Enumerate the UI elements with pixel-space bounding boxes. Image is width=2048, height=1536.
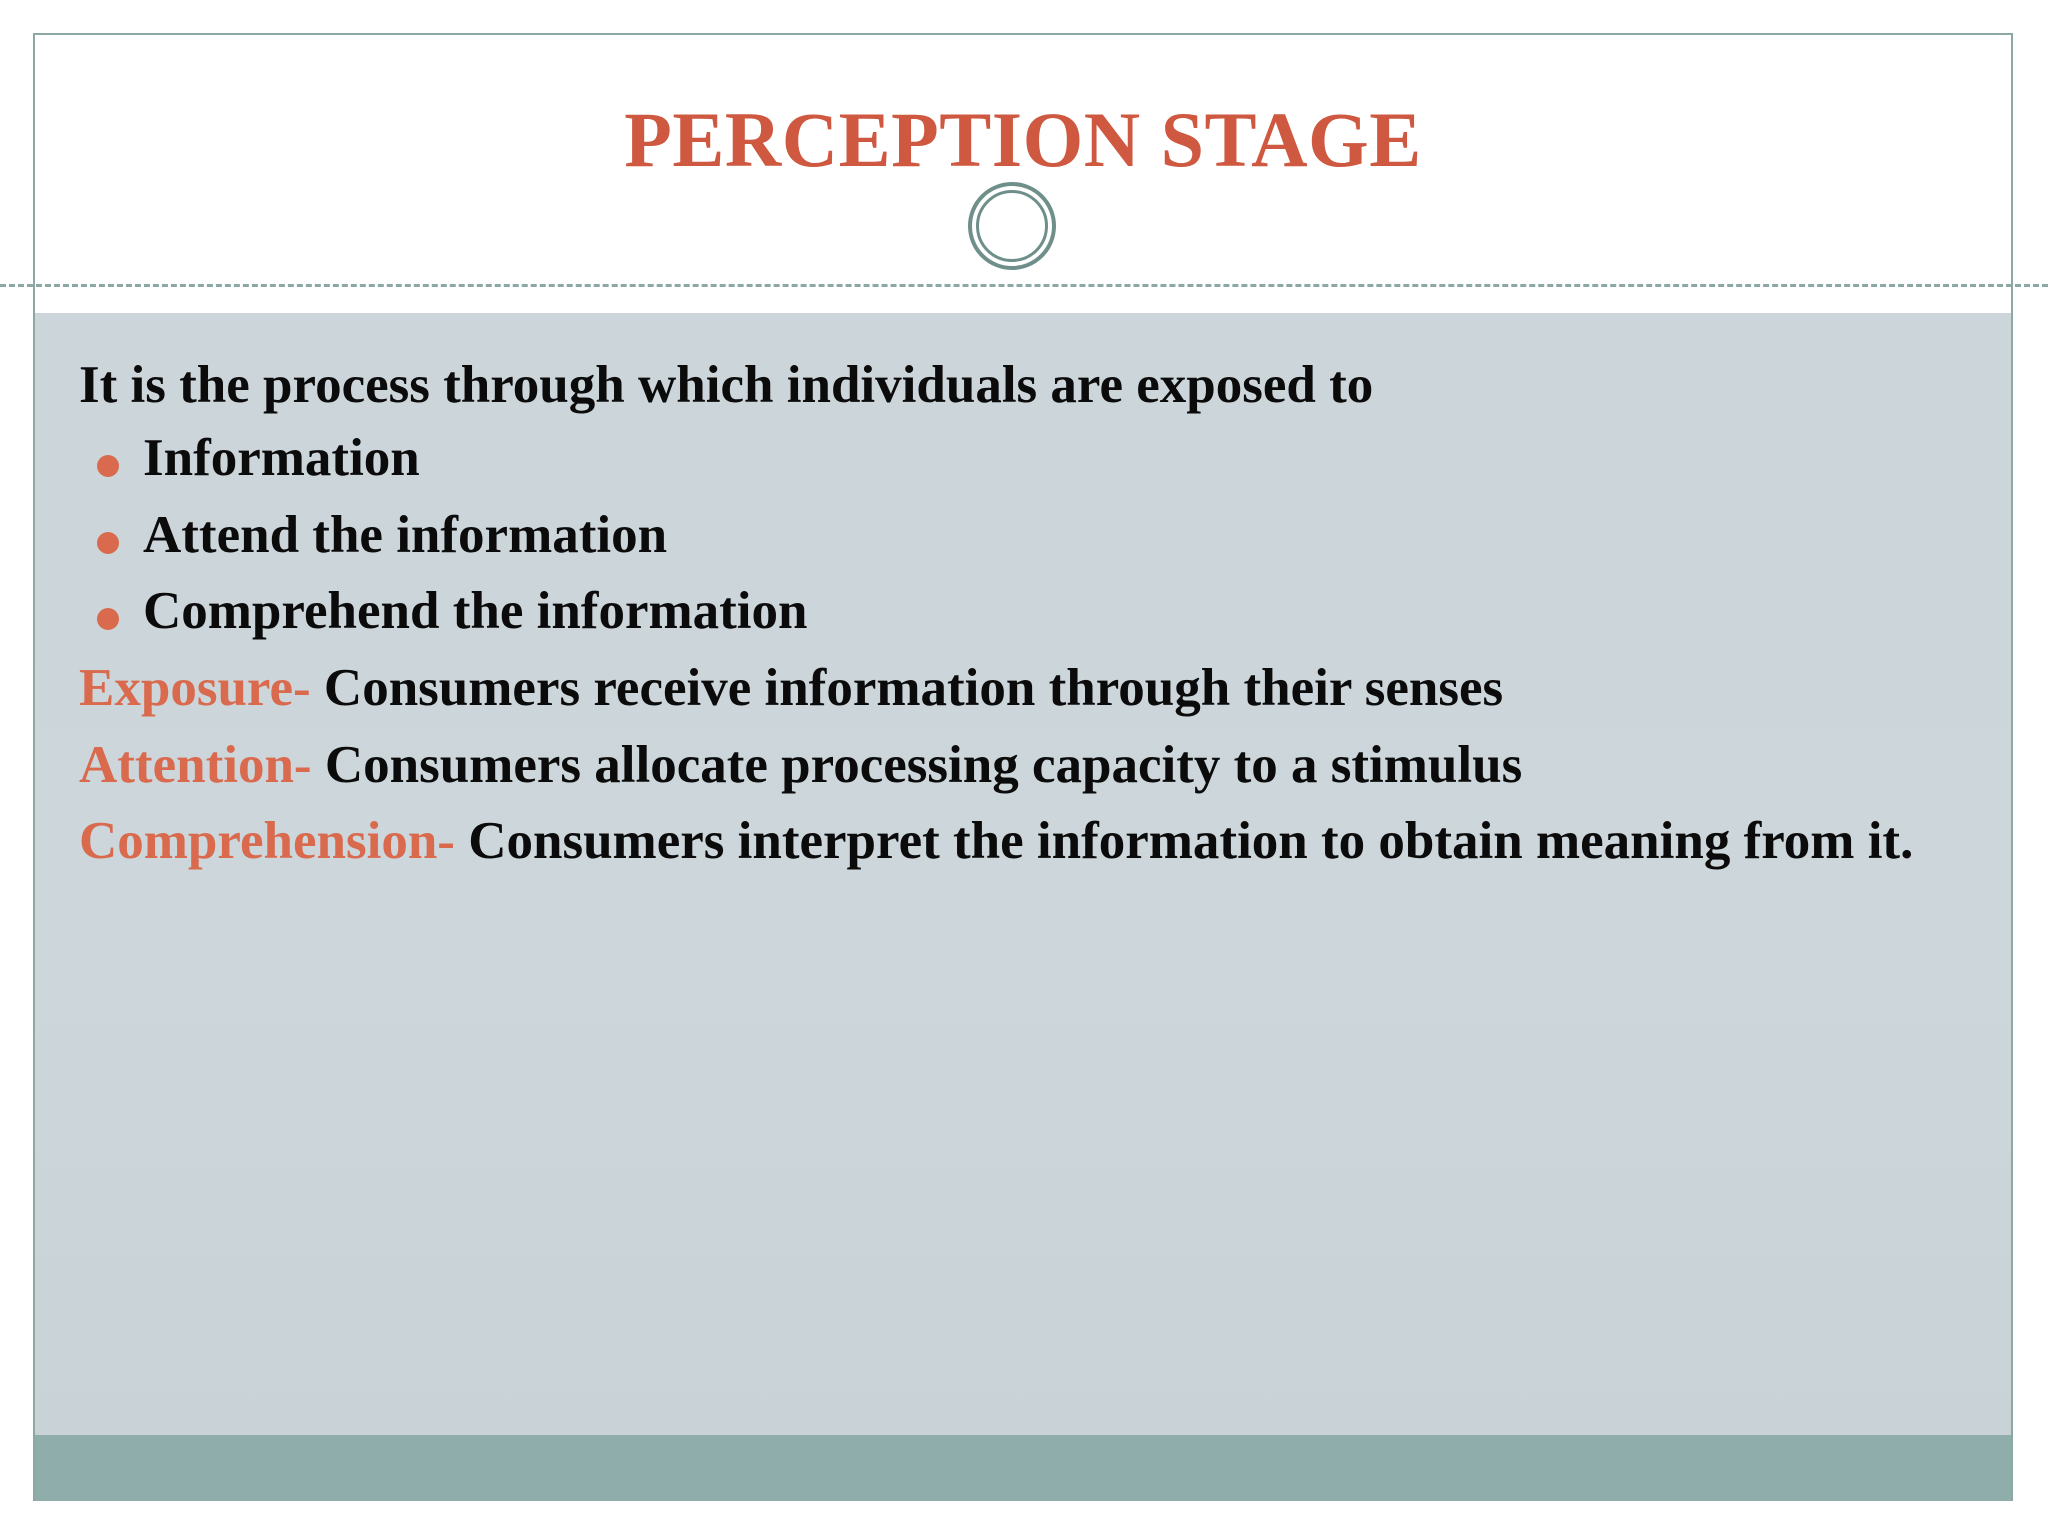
dashed-divider — [0, 284, 2048, 287]
bullet-dot-icon — [97, 455, 119, 478]
definition-description: Consumers interpret the information to o… — [454, 812, 1914, 871]
bullet-dot-icon — [97, 608, 119, 630]
list-item-label: Attend the information — [143, 505, 668, 564]
footer-bar — [35, 1435, 2011, 1501]
lead-paragraph: It is the process through which individu… — [79, 356, 1374, 414]
definition-term: Exposure- — [79, 659, 311, 718]
definition-exposure: Exposure- Consumers receive information … — [79, 658, 1967, 718]
title-band: PERCEPTION STAGE — [35, 35, 2011, 313]
list-item: Information — [79, 429, 1967, 487]
definition-description: Consumers allocate processing capacity t… — [311, 735, 1523, 794]
definition-term: Attention- — [79, 735, 312, 794]
bullet-dot-icon — [97, 531, 119, 554]
bullet-list: Information Attend the information Compr… — [79, 429, 1967, 640]
definition-description: Consumers receive information through th… — [310, 659, 1504, 718]
list-item-label: Comprehend the information — [143, 582, 808, 640]
list-item: Attend the information — [79, 506, 1967, 564]
slide-title: PERCEPTION STAGE — [624, 96, 1422, 183]
definition-attention: Attention- Consumers allocate processing… — [79, 735, 1967, 795]
definition-term: Comprehension- — [79, 812, 455, 871]
list-item-label: Information — [143, 429, 420, 488]
list-item: Comprehend the information — [79, 582, 1967, 640]
definition-comprehension: Comprehension- Consumers interpret the i… — [79, 811, 1967, 871]
content-panel: It is the process through which individu… — [35, 313, 2011, 1435]
